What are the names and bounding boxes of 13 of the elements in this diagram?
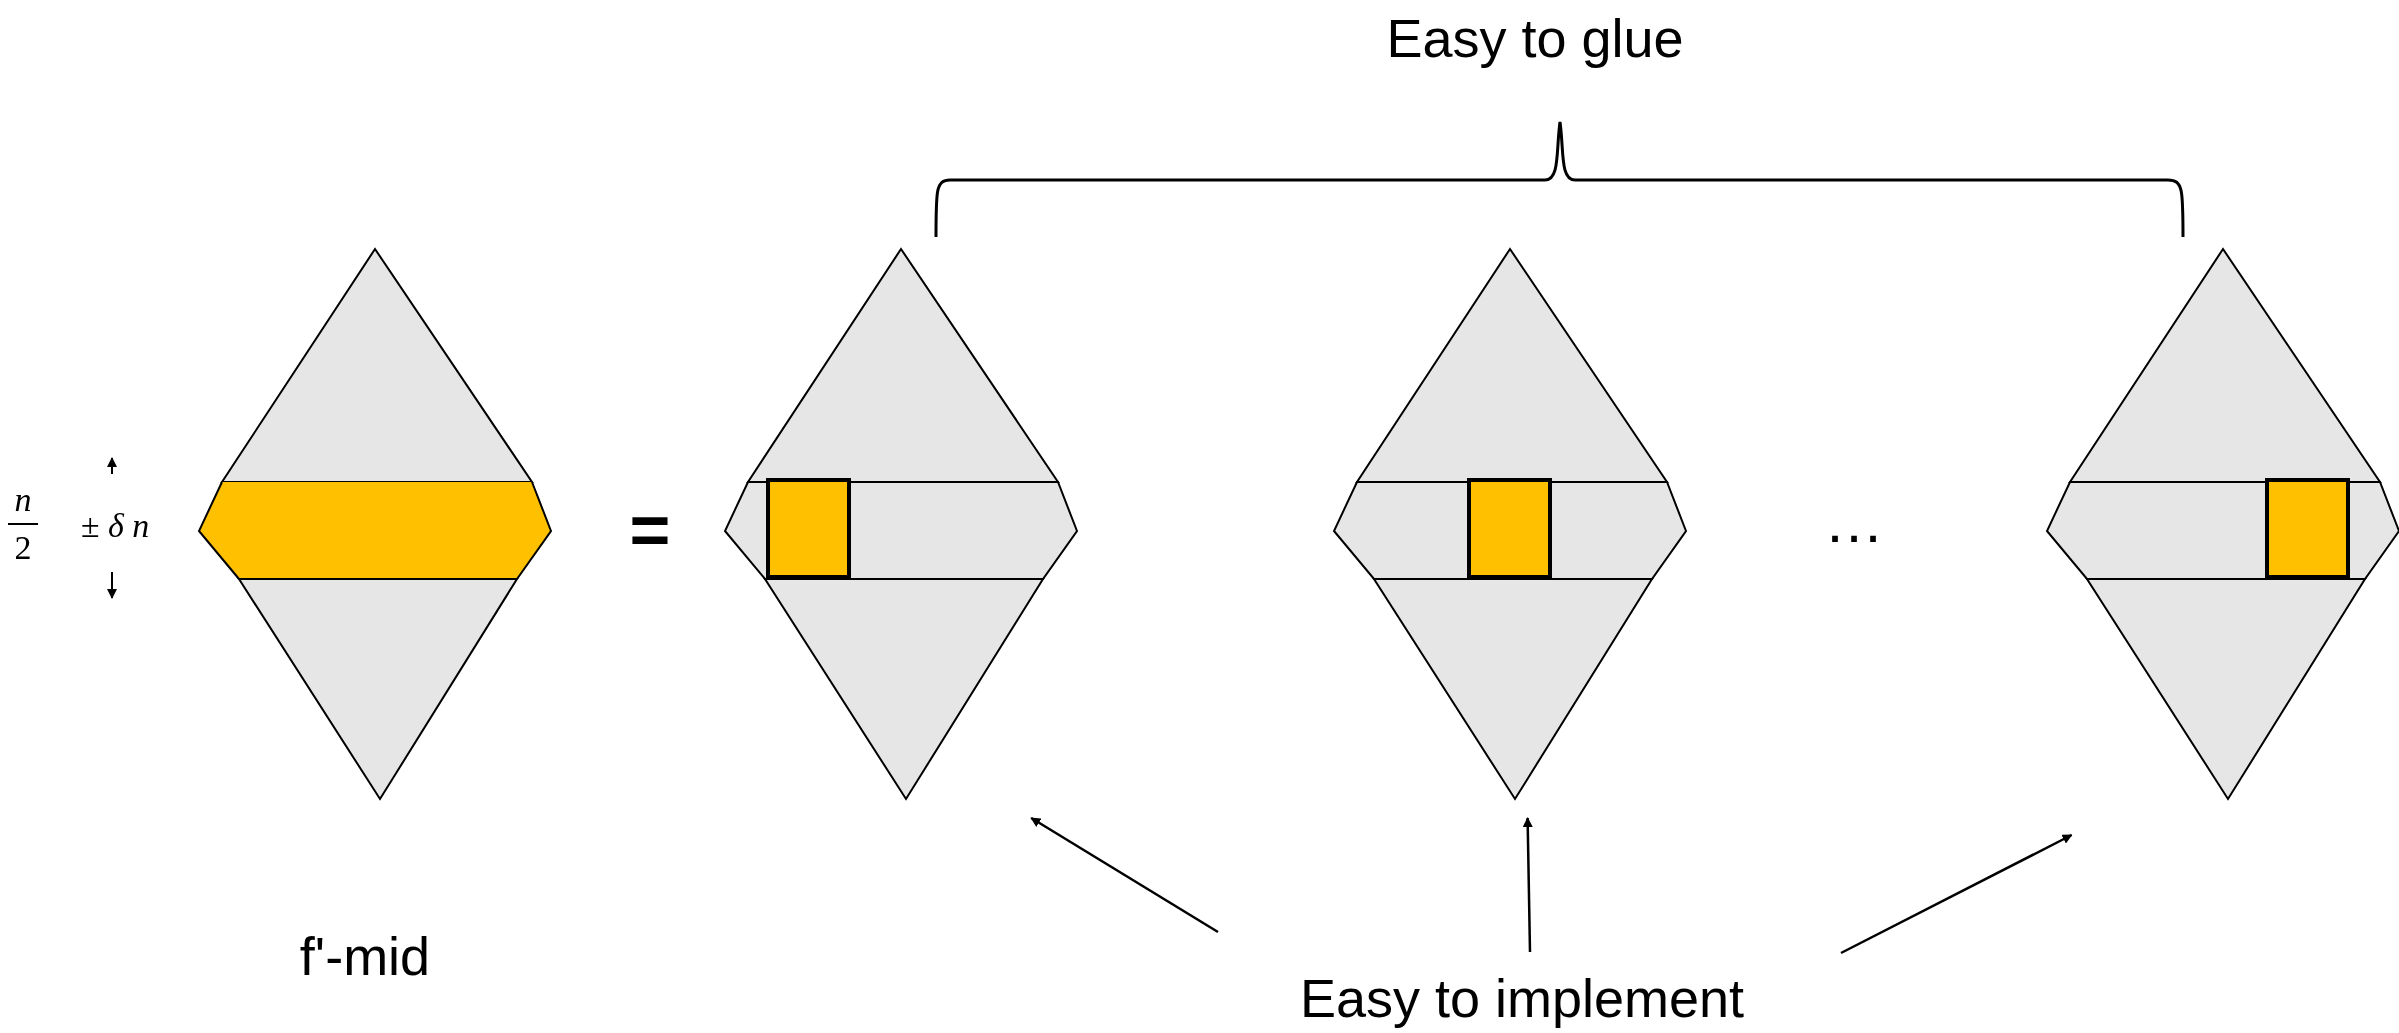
math-text: 2 xyxy=(14,531,32,565)
arrow xyxy=(1840,833,2073,955)
arrow xyxy=(1522,817,1533,953)
diamond-drawing xyxy=(1334,249,1686,799)
arrow xyxy=(1030,816,1219,934)
node-label: f'-mid xyxy=(299,929,431,983)
math-text: n xyxy=(14,483,32,517)
diamond-drawing xyxy=(199,249,551,799)
diamond-drawing xyxy=(725,249,1077,799)
math-text: ± δ n xyxy=(80,509,150,543)
diamond-drawing xyxy=(2047,249,2399,799)
equals-sign: = xyxy=(629,495,671,565)
ellipsis: … xyxy=(1824,492,1884,552)
